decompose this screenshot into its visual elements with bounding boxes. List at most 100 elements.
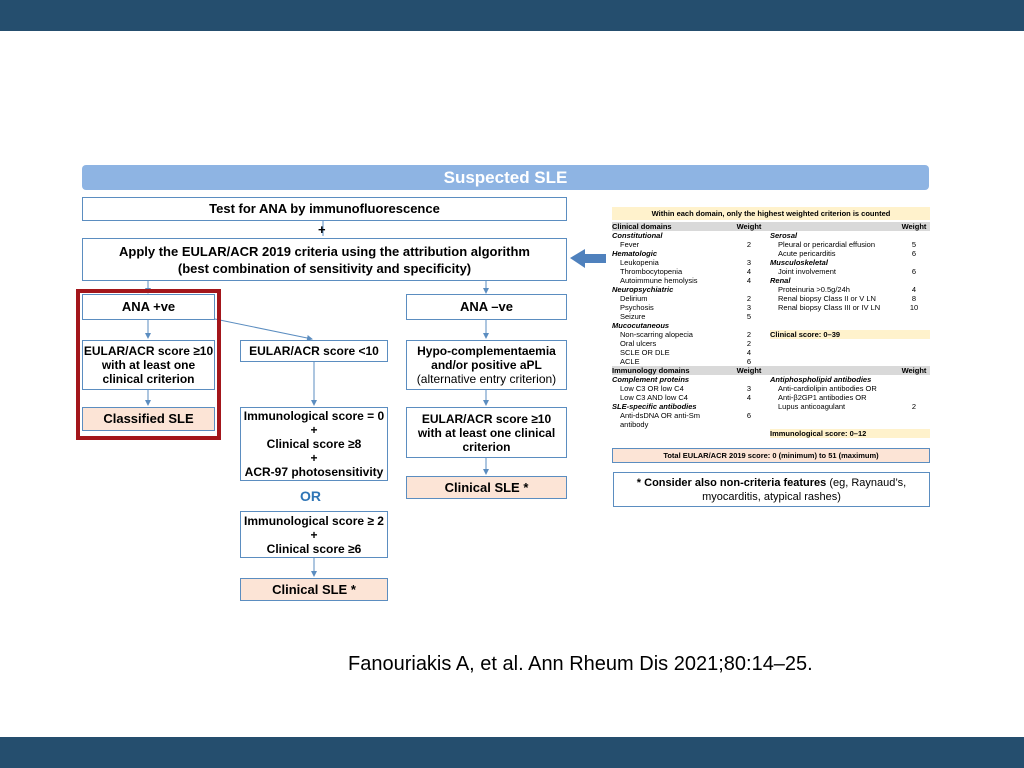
classified-sle-text: Classified SLE [103, 411, 194, 426]
table-cell [728, 375, 770, 384]
table-cell [728, 429, 770, 438]
immuno0-line-4: + [310, 451, 318, 465]
table-cell [898, 321, 930, 330]
table-cell: Renal biopsy Class II or V LN [778, 294, 876, 303]
table-cell: SCLE OR DLE [620, 348, 670, 357]
table-cell: Thrombocytopenia [620, 267, 683, 276]
table-cell [728, 321, 770, 330]
hypo-line-2: and/or positive aPL [431, 358, 542, 372]
table-cell: Joint involvement [778, 267, 836, 276]
top-bar [0, 0, 1024, 31]
table-row: Non-scarring alopecia 2 Clinical score: 0–… [612, 330, 930, 339]
table-cell [898, 429, 930, 438]
table-cell: Low C3 OR low C4 [620, 384, 684, 393]
table-cell: 5 [911, 240, 917, 249]
big-left-arrow [570, 249, 606, 268]
apply-line-2: (best combination of sensitivity and spe… [177, 260, 472, 276]
table-cell: Autoimmune hemolysis [620, 276, 698, 285]
table-cell: 2 [746, 339, 752, 348]
table-cell: Anti-dsDNA OR anti-Sm antibody [620, 411, 701, 429]
bottom-bar [0, 737, 1024, 768]
eular-ge10-line-2: with at least one [101, 358, 196, 372]
table-cell: Renal [770, 276, 791, 285]
table-cell: 5 [746, 312, 752, 321]
table-cell [898, 357, 930, 366]
table-cell: 2 [746, 294, 752, 303]
criteria-table: Within each domain, only the highest wei… [612, 207, 930, 463]
eular-lt10-text: EULAR/ACR score <10 [249, 344, 379, 358]
total-score: Total EULAR/ACR 2019 score: 0 (minimum) … [612, 448, 930, 463]
ana-negative-text: ANA –ve [460, 299, 513, 314]
table-cell [898, 411, 930, 429]
table-cell: SLE-specific antibodies [612, 402, 697, 411]
table-cell [898, 393, 930, 402]
table-cell: Low C3 AND low C4 [620, 393, 688, 402]
table-cell: 2 [746, 330, 752, 339]
neg-ge10-line-1: EULAR/ACR score ≥10 [421, 411, 552, 426]
table-cell: Oral ulcers [620, 339, 657, 348]
table-row: Oral ulcers 2 [612, 339, 930, 348]
table-cell [770, 348, 898, 357]
eular-lt10-box: EULAR/ACR score <10 [240, 340, 388, 362]
immuno2-line-1: Immunological score ≥ 2 [244, 513, 384, 528]
table-cell: Musculoskeletal [770, 258, 828, 267]
table-cell: Fever [620, 240, 640, 249]
table-cell: 4 [746, 348, 752, 357]
table-cell [770, 357, 898, 366]
table-cell: Psychosis [620, 303, 654, 312]
table-cell [898, 231, 930, 240]
table-cell [898, 330, 930, 339]
table-row: Mucocutaneous [612, 321, 930, 330]
table-cell: 3 [746, 303, 752, 312]
table-cell: Acute pericarditis [778, 249, 836, 258]
table-cell [770, 411, 898, 429]
table-row: Immunological score: 0–12 [612, 429, 930, 438]
immuno2-line-2: + [310, 527, 318, 542]
neg-ge10-line-3: criterion [462, 439, 511, 454]
table-cell: 6 [746, 357, 752, 366]
table-cell: Non-scarring alopecia [620, 330, 693, 339]
table-row: Psychosis 3 Renal biopsy Class III or IV L… [612, 303, 930, 312]
immunology-domains-header: Immunology domains Weight Weight [612, 366, 930, 375]
table-cell [770, 339, 898, 348]
ana-negative-box: ANA –ve [406, 294, 567, 320]
table-cell: Immunological score: 0–12 [770, 429, 898, 438]
table-cell [770, 312, 898, 321]
immuno0-line-1: Immunological score = 0 [243, 409, 385, 423]
table-cell [898, 258, 930, 267]
table-cell [898, 312, 930, 321]
table-cell: Lupus anticoagulant [778, 402, 846, 411]
table-cell: 2 [911, 402, 917, 411]
table-cell [898, 375, 930, 384]
immunology-domains-label: Immunology domains [612, 366, 690, 375]
table-cell: Complement proteins [612, 375, 690, 384]
table-header: Within each domain, only the highest wei… [612, 207, 930, 220]
table-cell: Proteinuria >0.5g/24h [778, 285, 850, 294]
test-ana-box: Test for ANA by immunofluorescence [82, 197, 567, 221]
neg-ge10-line-2: with at least one clinical [417, 425, 556, 440]
eular-ge10-box: EULAR/ACR score ≥10 with at least one cl… [82, 340, 215, 390]
table-cell: Clinical score: 0–39 [770, 330, 898, 339]
eular-ge10-line-1: EULAR/ACR score ≥10 [83, 344, 214, 358]
table-cell: 4 [746, 267, 752, 276]
apply-line-1: Apply the EULAR/ACR 2019 criteria using … [119, 243, 530, 259]
hypo-complement-box: Hypo-complementaemia and/or positive aPL… [406, 340, 567, 390]
classified-sle-box: Classified SLE [82, 407, 215, 431]
table-row: SLE-specific antibodies Lupus anticoagula… [612, 402, 930, 411]
table-cell: 6 [911, 249, 917, 258]
table-row: SCLE OR DLE 4 [612, 348, 930, 357]
table-cell: Hematologic [612, 249, 658, 258]
clinical-domains-header: Clinical domains Weight Weight [612, 222, 930, 231]
note-bold: * Consider also non-criteria features [636, 477, 827, 489]
table-cell: Renal biopsy Class III or IV LN [778, 303, 881, 312]
immuno0-line-2: + [310, 423, 318, 437]
table-cell [728, 249, 770, 258]
apply-criteria-box: Apply the EULAR/ACR 2019 criteria using … [82, 238, 567, 281]
plus-sign: + [318, 222, 326, 237]
